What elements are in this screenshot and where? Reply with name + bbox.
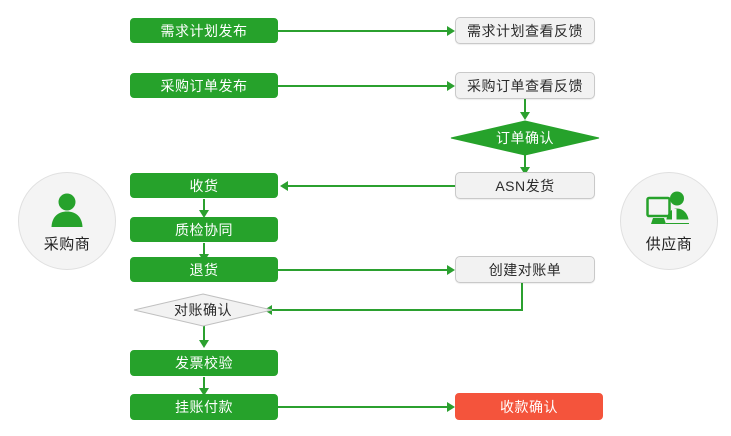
person-icon — [43, 189, 91, 231]
edge-purchase-order — [278, 85, 450, 87]
node-label: 创建对账单 — [488, 261, 562, 278]
diamond-shape-gray — [133, 293, 273, 327]
edge-asn-arrow — [520, 167, 530, 175]
node-label: 需求计划查看反馈 — [467, 22, 583, 39]
edge-payable-payment — [203, 377, 205, 390]
role-buyer[interactable]: 采购商 — [18, 172, 116, 270]
node-label: 发票校验 — [175, 355, 233, 371]
role-supplier[interactable]: 供应商 — [620, 172, 718, 270]
edge-asn — [524, 155, 526, 170]
edge-order-confirm-arrow — [520, 112, 530, 120]
edge-invoice-verify-arrow — [199, 340, 209, 348]
edge-reconcile-horizontal — [272, 309, 523, 311]
node-label: 收货 — [189, 177, 219, 194]
edge-create-statement — [278, 269, 450, 271]
edge-receive-goods — [288, 185, 456, 187]
edge-invoice-verify — [203, 326, 205, 342]
edge-receipt-confirm-arrow — [447, 402, 455, 412]
node-label: 挂账付款 — [175, 399, 233, 415]
edge-reconcile-vertical — [521, 283, 523, 311]
person-at-computer-icon — [645, 189, 693, 231]
edge-order-confirm — [524, 99, 526, 114]
node-label: 收款确认 — [500, 398, 558, 415]
node-label: 质检协同 — [175, 221, 233, 238]
node-invoice-verify[interactable]: 发票校验 — [130, 350, 278, 376]
node-label: ASN发货 — [495, 177, 555, 194]
node-receipt-confirm[interactable]: 收款确认 — [455, 393, 603, 420]
edge-purchase-order-arrow — [447, 81, 455, 91]
node-label: 采购订单查看反馈 — [467, 77, 583, 94]
node-return-goods[interactable]: 退货 — [130, 257, 278, 282]
edge-receipt-confirm — [278, 406, 450, 408]
edge-payable-payment-arrow — [199, 388, 209, 396]
node-receive-goods[interactable]: 收货 — [130, 173, 278, 198]
edge-demand-plan-arrow — [447, 26, 455, 36]
edge-create-statement-arrow — [447, 265, 455, 275]
edge-receive-goods-arrow — [280, 181, 288, 191]
role-label: 采购商 — [43, 235, 91, 253]
node-payable-payment[interactable]: 挂账付款 — [130, 394, 278, 420]
node-reconcile-confirm[interactable]: 对账确认 — [133, 293, 273, 327]
node-purchase-order-publish[interactable]: 采购订单发布 — [130, 73, 278, 98]
node-label: 退货 — [189, 261, 219, 278]
node-label: 需求计划发布 — [160, 22, 248, 39]
node-demand-plan-feedback[interactable]: 需求计划查看反馈 — [455, 17, 595, 44]
edge-quality-collab-arrow — [199, 210, 209, 218]
edge-return-goods — [203, 243, 205, 256]
role-label: 供应商 — [645, 235, 693, 253]
node-purchase-order-feedback[interactable]: 采购订单查看反馈 — [455, 72, 595, 99]
node-quality-collab[interactable]: 质检协同 — [130, 217, 278, 242]
diamond-shape-green — [450, 120, 600, 156]
node-label: 采购订单发布 — [160, 77, 248, 94]
node-order-confirm[interactable]: 订单确认 — [450, 120, 600, 156]
node-create-statement[interactable]: 创建对账单 — [455, 256, 595, 283]
edge-quality-collab — [203, 199, 205, 212]
node-asn-shipment[interactable]: ASN发货 — [455, 172, 595, 199]
node-demand-plan-publish[interactable]: 需求计划发布 — [130, 18, 278, 43]
edge-demand-plan — [278, 30, 450, 32]
